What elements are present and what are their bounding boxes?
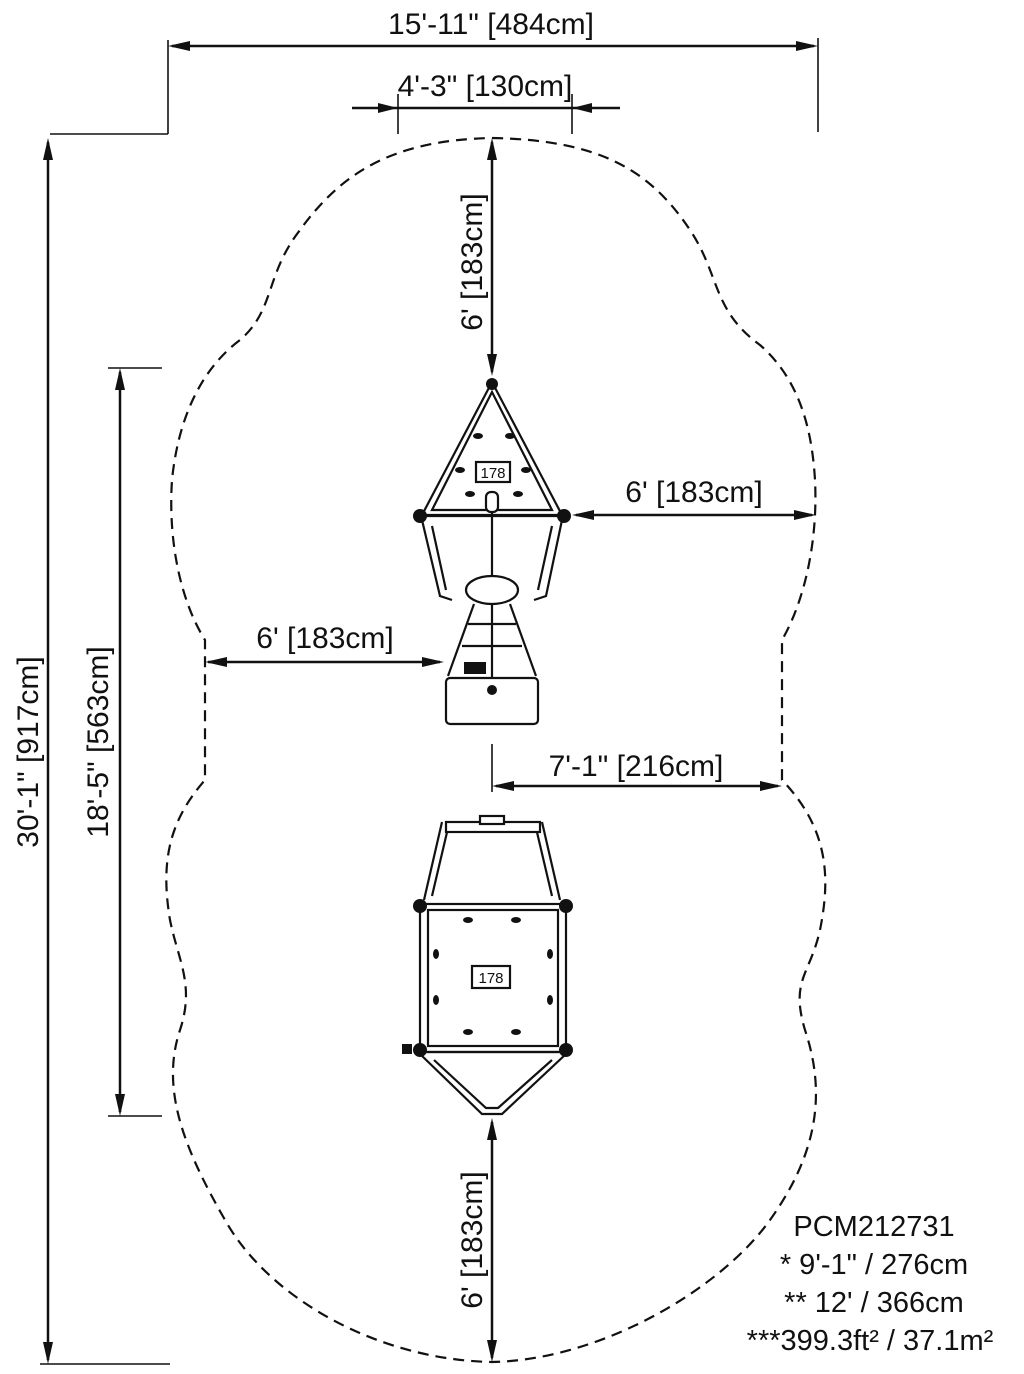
left-clearance-dimension: 6' [183cm] bbox=[205, 622, 444, 667]
info-line-2: ** 12' / 366cm bbox=[784, 1287, 964, 1319]
equipment-length-dimension: 18'-5" [563cm] bbox=[82, 367, 162, 1117]
overall-length-label: 30'-1" [917cm] bbox=[12, 656, 45, 847]
mid-clearance-label: 7'-1" [216cm] bbox=[549, 750, 724, 783]
use-zone-boundary bbox=[165, 136, 827, 1364]
equipment-length-label: 18'-5" [563cm] bbox=[82, 646, 115, 837]
top-width-label: 4'-3" [130cm] bbox=[398, 70, 573, 103]
bottom-clearance-label: 6' [183cm] bbox=[456, 1171, 489, 1308]
overall-width-dimension: 15'-11" [484cm] bbox=[50, 8, 819, 135]
top-clearance-label: 6' [183cm] bbox=[456, 193, 489, 330]
info-block: PCM212731 * 9'-1" / 276cm ** 12' / 366cm… bbox=[747, 1211, 994, 1357]
upper-equipment-tag-box bbox=[474, 460, 512, 484]
lower-equipment: 178 bbox=[402, 814, 573, 1116]
seat bbox=[444, 676, 540, 726]
upper-equipment: 178 bbox=[413, 378, 571, 726]
overall-width-label: 15'-11" [484cm] bbox=[388, 8, 594, 41]
bottom-clearance-dimension: 6' [183cm] bbox=[456, 1118, 497, 1362]
right-clearance-dimension: 6' [183cm] bbox=[572, 476, 816, 520]
left-clearance-label: 6' [183cm] bbox=[256, 622, 393, 655]
model-number: PCM212731 bbox=[793, 1211, 954, 1243]
lower-equipment-tag-box bbox=[470, 964, 512, 990]
overall-length-dimension: 30'-1" [917cm] bbox=[12, 138, 170, 1365]
lower-equipment-tag: 178 bbox=[478, 970, 503, 987]
right-clearance-label: 6' [183cm] bbox=[625, 476, 762, 509]
upper-equipment-tag: 178 bbox=[480, 465, 505, 482]
top-width-dimension: 4'-3" [130cm] bbox=[352, 70, 620, 134]
info-line-3: ***399.3ft² / 37.1m² bbox=[747, 1325, 994, 1357]
top-clearance-dimension: 6' [183cm] bbox=[456, 138, 497, 376]
mid-clearance-dimension: 7'-1" [216cm] bbox=[491, 744, 782, 792]
info-line-1: * 9'-1" / 276cm bbox=[780, 1249, 968, 1281]
